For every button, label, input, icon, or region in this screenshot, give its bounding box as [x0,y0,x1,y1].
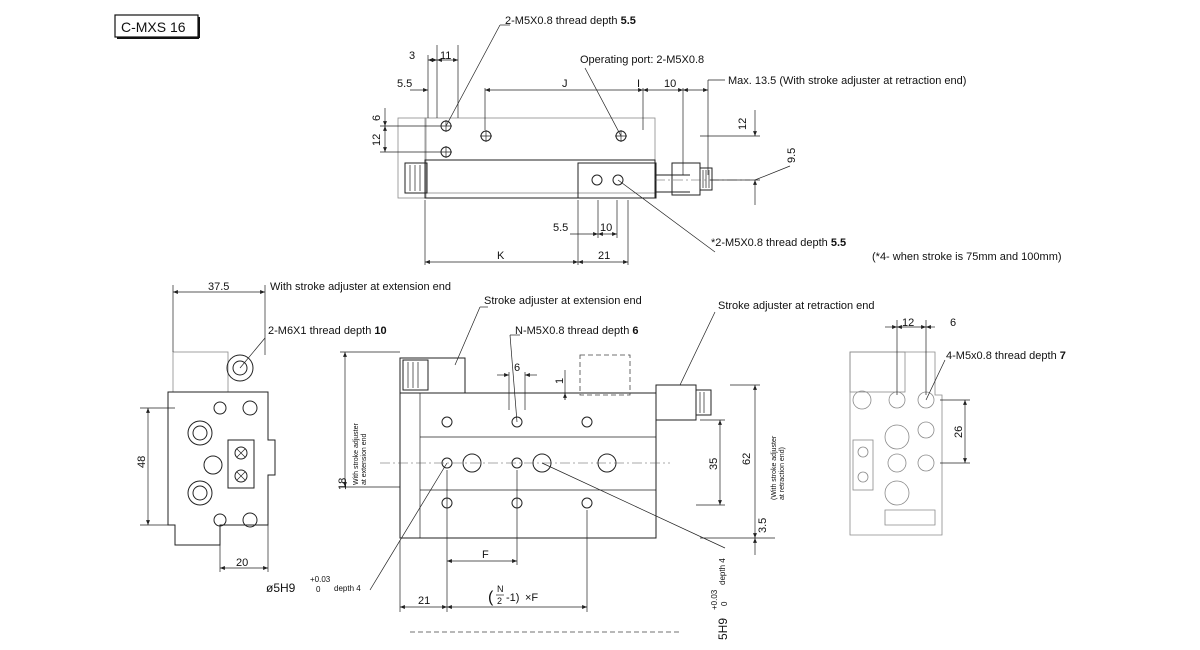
end-view: 12 6 4-M5x0.8 thread depth 7 26 [849,317,1066,536]
adjuster-note: With stroke adjuster at extension end [270,281,451,293]
svg-text:×F: ×F [525,592,538,604]
dim-3: 3 [409,50,415,62]
dim-10: 10 [664,78,676,90]
port-plate [227,439,255,489]
adjuster-ext-label: Stroke adjuster at extension end [484,295,642,307]
port-block [577,162,657,199]
thread-note-side: 2-M6X1 thread depth 10 [268,325,387,337]
svg-text:+0.03: +0.03 [310,575,331,584]
top-view: 2-M5X0.8 thread depth 5.5 Operating port… [371,15,1062,265]
thread-note-end: 4-M5x0.8 thread depth 7 [946,350,1066,362]
hole-note-left: ø5H9 +0.03 0 depth 4 [266,575,361,595]
dim-37-5: 37.5 [208,281,229,293]
dim-12: 12 [737,118,749,130]
svg-text:N: N [497,584,504,594]
end-port-plate [852,439,874,491]
body-outline [424,159,656,199]
dim-5-5: 5.5 [553,222,568,234]
port-hole [612,174,624,186]
max-note: Max. 13.5 (With stroke adjuster at retra… [728,75,966,87]
dim-21: 21 [598,250,610,262]
n-thread-note: N-M5X0.8 thread depth 6 [515,325,639,337]
svg-text:(: ( [488,589,494,606]
dim-10: 10 [600,222,612,234]
svg-text:ø5H9: ø5H9 [266,581,296,595]
front-port-outline [579,354,631,396]
hole-note-right: 5H9 +0.03 0 depth 4 [710,558,730,640]
dim-1: 1 [554,378,566,384]
dim-I: I [637,78,640,90]
dim-9-5: 9.5 [786,148,798,163]
front-adjuster-ext [399,357,466,394]
dim-48: 48 [136,456,148,468]
thread-note-bottom: *2-M5X0.8 thread depth 5.5 [711,237,846,249]
table-outline [424,117,656,194]
dim-3-5: 3.5 [757,518,769,533]
dim-35: 35 [708,458,720,470]
svg-text:5H9: 5H9 [716,618,730,640]
front-adjuster-ret [655,384,697,421]
dim-21: 21 [418,595,430,607]
svg-text:0: 0 [316,585,321,594]
thread-note-top: 2-M5X0.8 thread depth 5.5 [505,15,636,27]
side-view: 37.5 With stroke adjuster at extension e… [136,281,451,572]
dim-26: 26 [953,426,965,438]
dim-12: 12 [902,317,914,329]
end-body [849,351,943,536]
footnote: (*4- when stroke is 75mm and 100mm) [872,251,1062,263]
adjuster-block [397,117,427,199]
model-tag: C-MXS 16 [114,14,200,39]
dim-6: 6 [371,115,383,121]
thread-hole [226,354,254,382]
svg-text:-1): -1) [506,592,519,604]
adjuster-ret-label: Stroke adjuster at retraction end [718,300,875,312]
adjuster-nut-right [671,162,701,196]
dim-20: 20 [236,557,248,569]
dim-6: 6 [514,362,520,374]
bolt-head-left [404,162,428,194]
dim-18: 18 [337,478,349,490]
dim-12: 12 [371,134,383,146]
model-tag-label: C-MXS 16 [121,19,186,35]
ret-end-label: (With stroke adjusterat retraction end) [771,435,786,500]
operating-port-note: Operating port: 2-M5X0.8 [580,54,704,66]
dim-J: J [562,78,568,90]
svg-text:+0.03: +0.03 [710,589,719,610]
ext-end-label: With stroke adjusterat extension end [353,422,368,485]
dim-6: 6 [950,317,956,329]
pitch-formula: ( N 2 -1) ×F [488,584,538,606]
svg-text:depth 4: depth 4 [718,558,727,585]
port-hole [591,174,603,186]
adjuster-outline [172,351,229,393]
svg-text:depth 4: depth 4 [334,584,361,593]
dim-62: 62 [741,453,753,465]
svg-text:0: 0 [720,601,729,606]
dim-F: F [482,549,489,561]
svg-text:2: 2 [497,596,502,606]
front-body [399,392,657,539]
dim-K: K [497,250,505,262]
dim-5-5: 5.5 [397,78,412,90]
front-view: Stroke adjuster at extension end Stroke … [266,295,875,640]
dim-11: 11 [440,50,451,62]
